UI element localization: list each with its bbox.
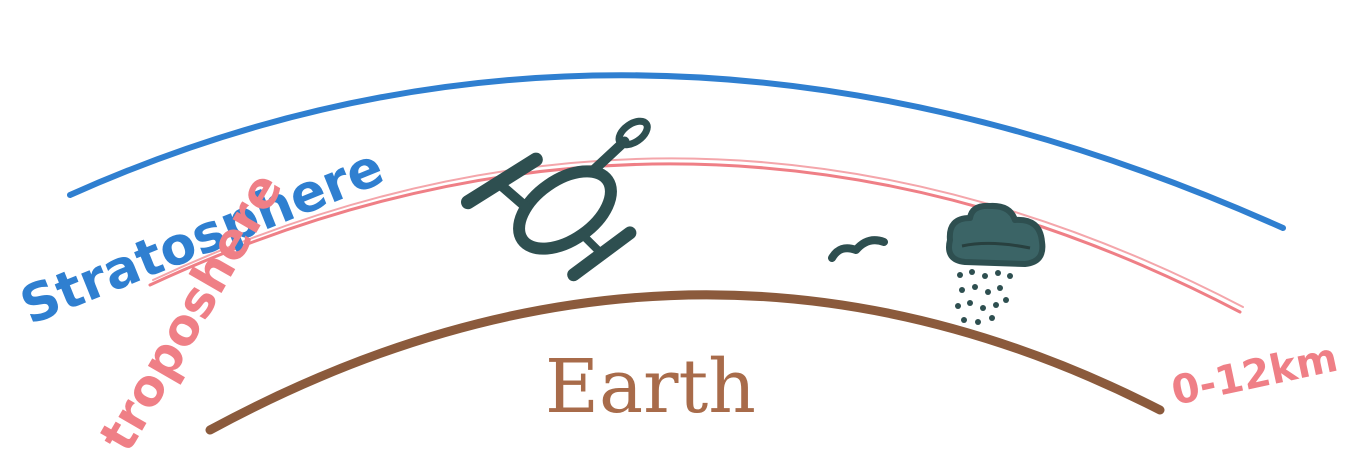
bird-icon [832, 240, 884, 258]
earth-label: Earth [545, 344, 756, 430]
satellite-icon [468, 93, 693, 301]
troposphere-label: troposhere [88, 163, 294, 461]
altitude-range-label: 0-12km [1168, 335, 1342, 415]
rain-cloud-icon [949, 206, 1042, 325]
